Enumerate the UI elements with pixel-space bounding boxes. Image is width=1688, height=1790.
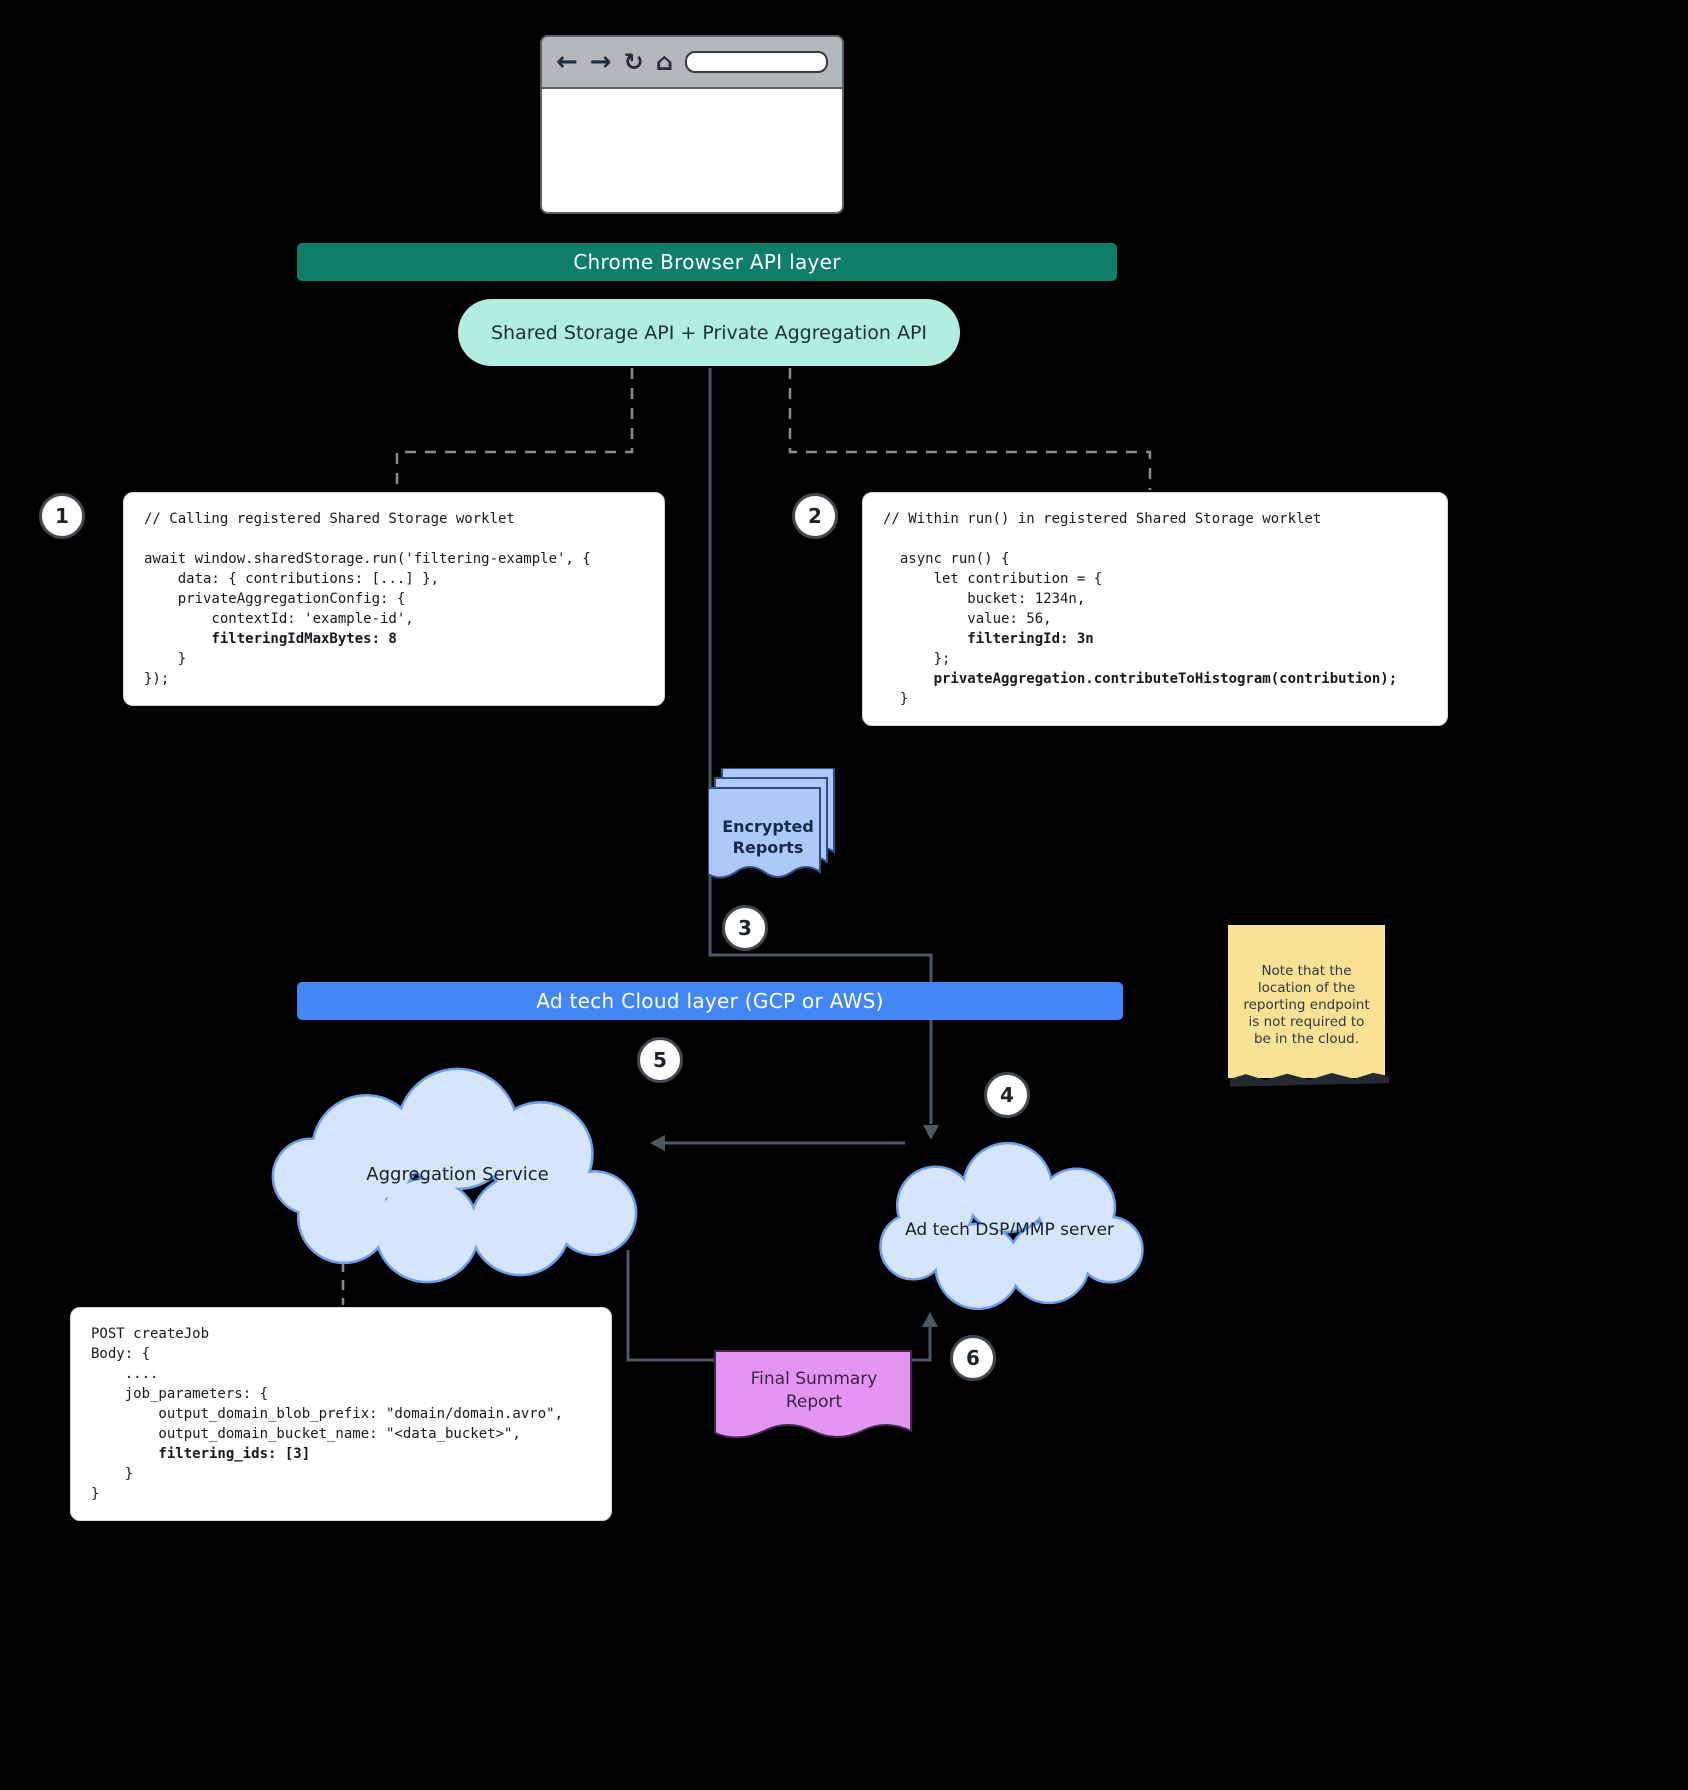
back-icon: ← — [556, 47, 578, 77]
dashed-connector-left — [395, 368, 634, 490]
step-3-badge: 3 — [722, 905, 768, 951]
step-2-badge: 2 — [792, 493, 838, 539]
step-5-badge: 5 — [637, 1037, 683, 1083]
chrome-api-layer-banner: Chrome Browser API layer — [297, 243, 1117, 281]
browser-window: ← → ↻ ⌂ — [540, 35, 844, 214]
code-shared-storage-call: // Calling registered Shared Storage wor… — [123, 492, 665, 706]
reload-icon: ↻ — [623, 48, 644, 76]
dashed-connector-right — [788, 368, 1152, 490]
adtech-cloud-layer-banner: Ad tech Cloud layer (GCP or AWS) — [297, 982, 1123, 1020]
step-6-badge: 6 — [950, 1335, 996, 1381]
reporting-endpoint-note: Note that the location of the reporting … — [1228, 925, 1385, 1078]
encrypted-reports-doc: Encrypted Reports — [707, 767, 848, 896]
flow-line-reports-to-dsp — [708, 368, 933, 1124]
document-stack-icon — [707, 767, 835, 879]
browser-toolbar: ← → ↻ ⌂ — [542, 37, 842, 89]
document-icon — [714, 1350, 912, 1439]
home-icon: ⌂ — [655, 48, 673, 76]
arrowhead-down-dsp — [923, 1125, 939, 1140]
step-4-badge: 4 — [984, 1072, 1030, 1118]
arrowhead-left-aggregation — [650, 1135, 665, 1151]
dsp-server-cloud: Ad tech DSP/MMP server — [862, 1135, 1157, 1315]
cloud-shape — [265, 1063, 650, 1286]
url-bar — [684, 51, 828, 73]
final-summary-report-doc: Final Summary Report — [714, 1350, 914, 1460]
forward-icon: → — [589, 47, 612, 77]
code-worklet-run: // Within run() in registered Shared Sto… — [862, 492, 1448, 726]
aggregation-service-cloud: Aggregation Service — [265, 1063, 650, 1286]
shared-storage-api-pill: Shared Storage API + Private Aggregation… — [458, 299, 960, 366]
cloud-shape — [862, 1135, 1157, 1315]
step-1-badge: 1 — [39, 493, 85, 539]
arrowhead-up-dsp — [922, 1312, 938, 1327]
